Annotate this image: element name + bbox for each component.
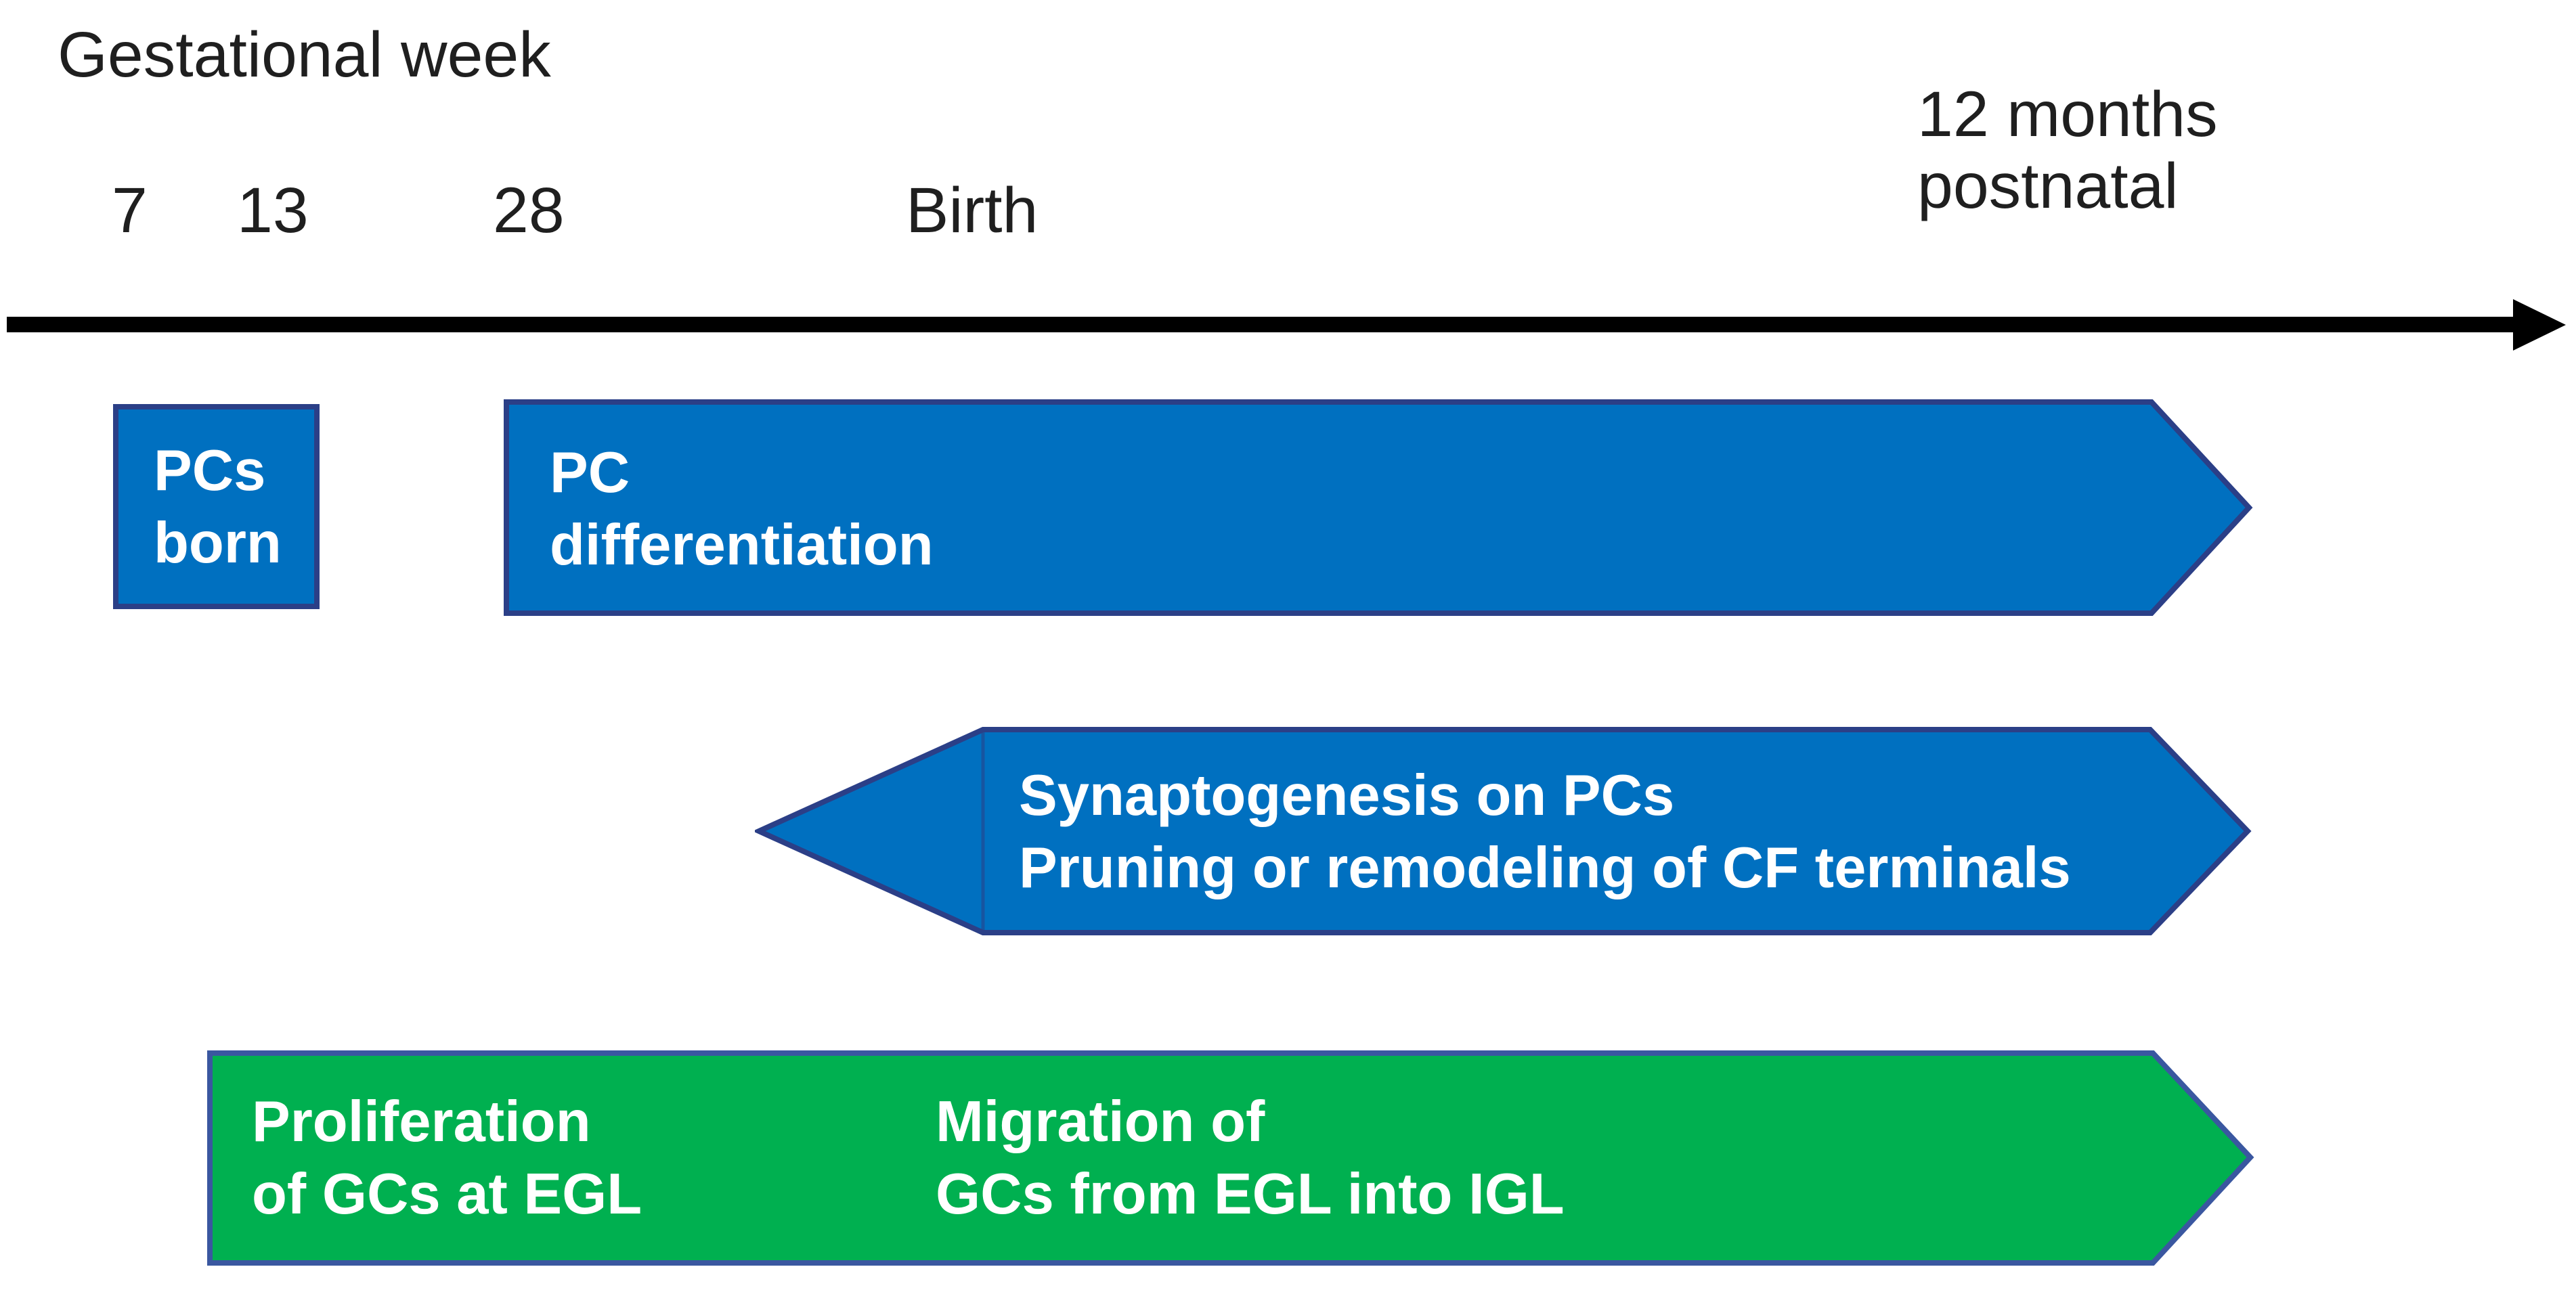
twelve-months-postnatal-tick-label: 12 months postnatal — [1917, 79, 2218, 223]
pc-differentiation-label-line1: PC — [550, 441, 630, 505]
synaptogenesis-label-line1: Synaptogenesis on PCs — [1019, 763, 1675, 828]
gc-proliferation-label-line1: Proliferation — [252, 1090, 591, 1154]
twelve-months-line: 12 months — [1917, 79, 2218, 150]
pc-differentiation-arrow-shape — [504, 399, 2253, 616]
birth-tick-label: Birth — [906, 175, 1039, 246]
week-28-tick-label: 28 — [493, 175, 565, 246]
synaptogenesis-label: Synaptogenesis on PCs Pruning or remodel… — [1019, 759, 2071, 904]
pc-differentiation-arrow — [504, 399, 2253, 616]
synaptogenesis-arrow — [755, 727, 2252, 935]
week-7-tick-label: 7 — [112, 175, 148, 246]
gc-proliferation-migration-arrow — [207, 1050, 2254, 1266]
pcs-born-label-line2: born — [154, 510, 282, 575]
synaptogenesis-arrow-shape — [755, 727, 2252, 935]
gestational-week-label: Gestational week — [58, 19, 551, 91]
gc-migration-label-line2: GCs from EGL into IGL — [936, 1162, 1565, 1226]
gc-migration-label-line1: Migration of — [936, 1090, 1265, 1154]
pc-differentiation-label-line2: differentiation — [550, 513, 934, 577]
gc-proliferation-label: Proliferation of GCs at EGL — [252, 1086, 642, 1230]
timeline-arrowhead-icon — [2513, 299, 2566, 351]
gc-proliferation-label-line2: of GCs at EGL — [252, 1162, 642, 1226]
gc-arrow-shape — [207, 1050, 2254, 1266]
pcs-born-box: PCs born — [113, 404, 320, 609]
pc-differentiation-label: PC differentiation — [550, 437, 934, 581]
timeline-axis-line — [7, 317, 2520, 332]
synaptogenesis-label-line2: Pruning or remodeling of CF terminals — [1019, 836, 2071, 900]
postnatal-line: postnatal — [1917, 150, 2179, 223]
week-13-tick-label: 13 — [237, 175, 309, 246]
gc-migration-label: Migration of GCs from EGL into IGL — [936, 1086, 1565, 1230]
pcs-born-label-line1: PCs — [154, 438, 266, 503]
